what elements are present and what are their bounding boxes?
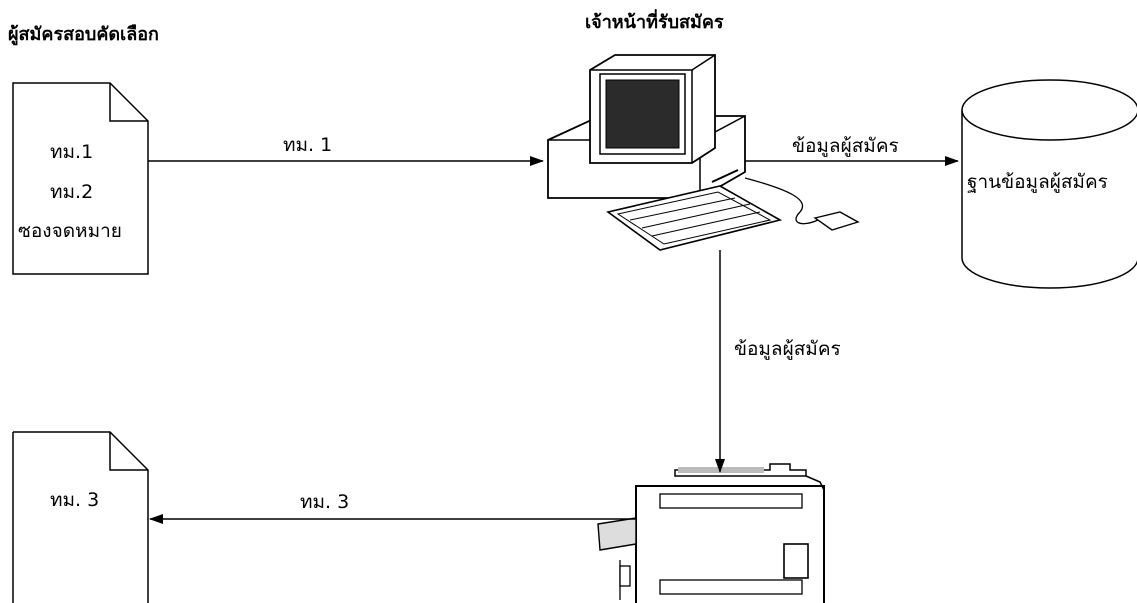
input-document-icon [13, 83, 148, 274]
flow-label-doc-to-computer: ทม. 1 [283, 136, 332, 155]
output-document-icon [13, 432, 148, 603]
flow-label-printer-to-doc: ทม. 3 [300, 493, 349, 512]
staff-heading: เจ้าหน้าที่รับสมัคร [585, 14, 724, 32]
input-doc-line-2: ทม.2 [50, 183, 93, 202]
flow-label-computer-to-printer: ข้อมูลผู้สมัคร [734, 340, 841, 359]
input-doc-line-1: ทม.1 [50, 143, 93, 162]
applicant-heading: ผู้สมัครสอบคัดเลือก [8, 26, 159, 44]
database-label: ฐานข้อมูลผู้สมัคร [967, 173, 1108, 192]
printer-icon [598, 464, 824, 603]
output-doc-label: ทม. 3 [50, 491, 99, 510]
flow-label-computer-to-database: ข้อมูลผู้สมัคร [792, 137, 899, 156]
input-doc-line-3: ซองจดหมาย [18, 222, 122, 241]
